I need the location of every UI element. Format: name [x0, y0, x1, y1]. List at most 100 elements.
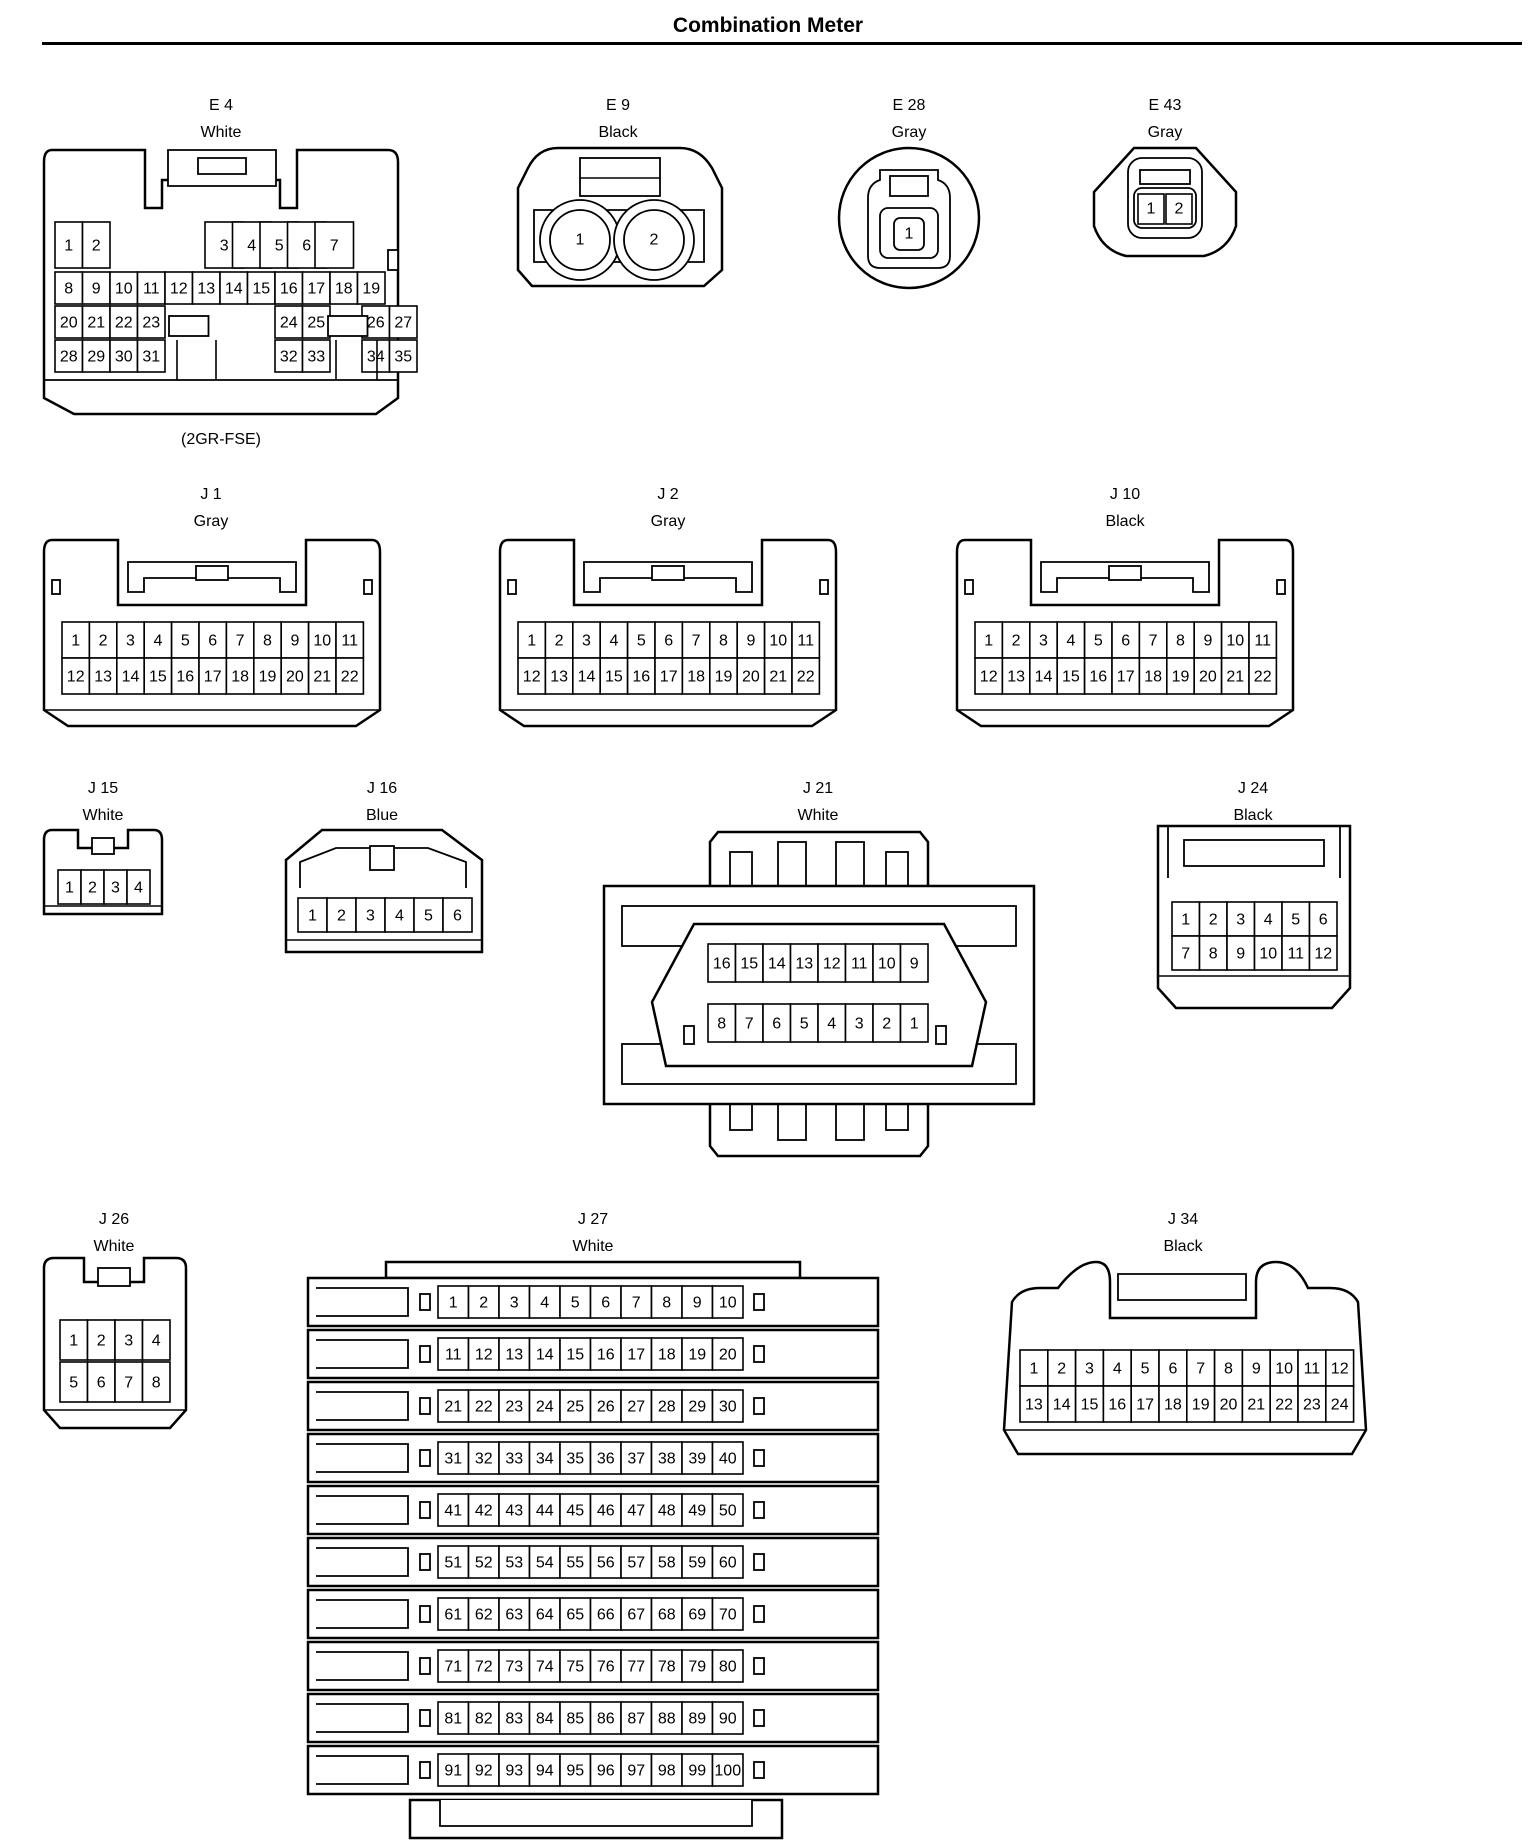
pin-cavity [467, 1649, 500, 1683]
pin-cavity [81, 221, 111, 269]
pin: 29 [688, 1399, 706, 1416]
pin: 40 [719, 1451, 737, 1468]
pin: 39 [688, 1451, 706, 1468]
pin-cavity [528, 1441, 561, 1475]
pin: 16 [1108, 1397, 1126, 1414]
pin: 9 [746, 633, 755, 650]
pin-cavity [274, 305, 304, 339]
pin: 20 [719, 1347, 737, 1364]
pin-cavity [844, 1003, 874, 1043]
pin-cavity [650, 1493, 683, 1527]
pin: 9 [290, 633, 299, 650]
pin-cavity [136, 305, 166, 339]
pin: 7 [330, 238, 339, 255]
pin-cavity [681, 1649, 714, 1683]
pin: 60 [719, 1555, 737, 1572]
pin: 22 [115, 315, 133, 332]
pin-cavity [711, 1545, 744, 1579]
pin-cavity [528, 1545, 561, 1579]
pin: 27 [394, 315, 412, 332]
pin: 2 [92, 238, 101, 255]
pin: 74 [536, 1659, 554, 1676]
pin: 24 [1331, 1397, 1349, 1414]
pin-cavity [498, 1337, 531, 1371]
pin: 23 [505, 1399, 523, 1416]
pin-cavity [116, 657, 146, 695]
pin: 5 [181, 633, 190, 650]
pin-cavity [559, 1285, 592, 1319]
pin-cavity [274, 271, 304, 305]
pin: 1 [64, 238, 73, 255]
pin-cavity [589, 1285, 622, 1319]
pin-cavity [681, 1441, 714, 1475]
pin: 79 [688, 1659, 706, 1676]
connector-j16-id: J 16 [367, 780, 397, 797]
pin-cavity [599, 657, 629, 695]
pin: 98 [658, 1763, 676, 1780]
pin-cavity [1047, 1385, 1077, 1423]
pin: 6 [453, 908, 462, 925]
pin-cavity [301, 339, 331, 373]
pin: 59 [688, 1555, 706, 1572]
pin-cavity [442, 897, 473, 933]
pin-cavity [711, 1493, 744, 1527]
pin-cavity [437, 1597, 470, 1631]
pin-cavity [116, 621, 146, 659]
pin-cavity [54, 221, 84, 269]
pin: 15 [566, 1347, 584, 1364]
pin: 4 [153, 633, 162, 650]
pin-cavity [736, 657, 766, 695]
connector-e43-color: Gray [1148, 124, 1183, 141]
pin: 35 [566, 1451, 584, 1468]
pin-cavity [1281, 901, 1311, 937]
pin: 3 [510, 1295, 519, 1312]
pin: 64 [536, 1607, 554, 1624]
connector-j34-latch [1117, 1273, 1247, 1301]
pin-cavity [711, 1753, 744, 1787]
pin: 91 [444, 1763, 462, 1780]
pin: 19 [259, 669, 277, 686]
pin-cavity [650, 1545, 683, 1579]
pin-cavity [88, 657, 118, 695]
pin: 61 [444, 1607, 462, 1624]
pin: 5 [69, 1375, 78, 1392]
pin: 18 [1164, 1397, 1182, 1414]
pin: 21 [769, 669, 787, 686]
pin: 4 [134, 880, 143, 897]
pin: 19 [688, 1347, 706, 1364]
pin-cavity [1130, 1349, 1160, 1387]
pin: 12 [1314, 946, 1332, 963]
pin: 3 [582, 633, 591, 650]
pin-cavity [59, 1319, 89, 1361]
pin: 1 [449, 1295, 458, 1312]
pin-cavity [791, 657, 821, 695]
pin: 36 [597, 1451, 615, 1468]
pin: 7 [632, 1295, 641, 1312]
connector-e43-cavity-1 [1137, 193, 1165, 225]
pin: 20 [742, 669, 760, 686]
pin: 4 [247, 238, 256, 255]
pin-cavity [1186, 1385, 1216, 1423]
pin: 72 [475, 1659, 493, 1676]
pin: 57 [627, 1555, 645, 1572]
pin: 3 [366, 908, 375, 925]
pin: 18 [335, 281, 353, 298]
pin-cavity [1056, 621, 1086, 659]
pin-cavity [437, 1337, 470, 1371]
pin: 90 [719, 1711, 737, 1728]
pin: 22 [1275, 1397, 1293, 1414]
pin: 14 [536, 1347, 554, 1364]
pin: 15 [605, 669, 623, 686]
pin: 22 [1254, 669, 1272, 686]
pin-cavity [559, 1545, 592, 1579]
pin-cavity [589, 1441, 622, 1475]
connector-e4-note: (2GR-FSE) [181, 431, 261, 448]
pin: 17 [204, 669, 222, 686]
pin-cavity [1102, 1349, 1133, 1387]
pin-cavity [54, 339, 84, 373]
